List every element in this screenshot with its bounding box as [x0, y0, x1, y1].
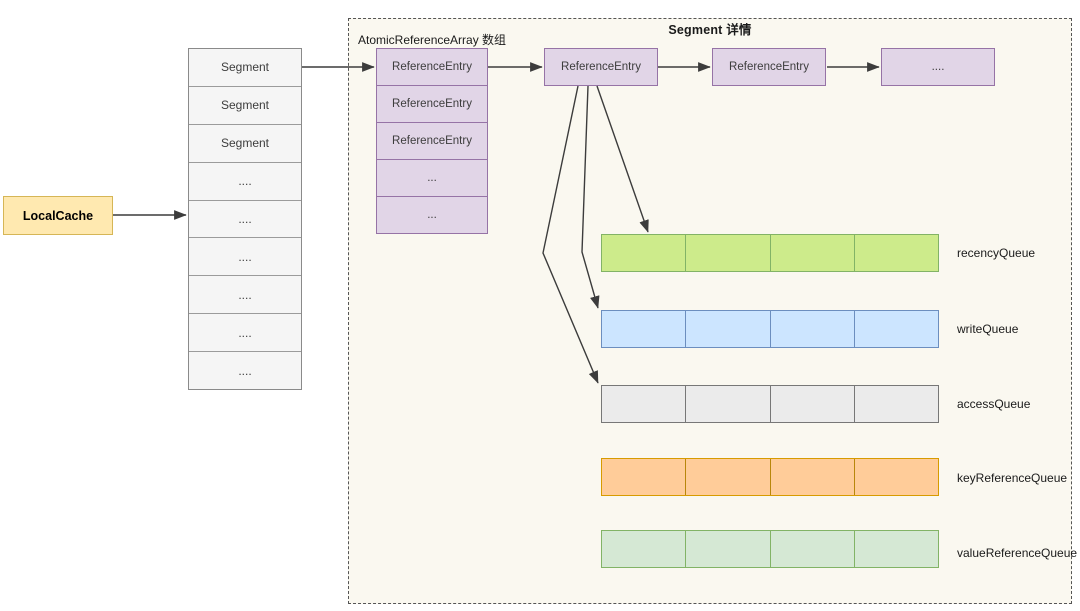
segment-cell-label: ....	[238, 249, 252, 264]
segment-cell-label: ....	[238, 363, 252, 378]
atomic-reference-array-caption: AtomicReferenceArray 数组	[358, 33, 507, 47]
queue-cell[interactable]	[686, 311, 771, 347]
segment-cell-3[interactable]: ....	[189, 162, 301, 201]
reference-entry-node-2[interactable]: ReferenceEntry	[712, 48, 826, 86]
array-cell-label: ...	[427, 209, 437, 221]
array-cell-label: ReferenceEntry	[392, 135, 472, 147]
queue-cell[interactable]	[855, 531, 938, 567]
reference-entry-label: ReferenceEntry	[729, 61, 809, 73]
queue-cell[interactable]	[771, 311, 855, 347]
recency-queue-label: recencyQueue	[957, 246, 1036, 260]
segment-cell-label: ....	[238, 174, 252, 189]
segment-cell-4[interactable]: ....	[189, 200, 301, 239]
value-reference-queue-label: valueReferenceQueue	[957, 546, 1078, 560]
reference-entry-node-1[interactable]: ReferenceEntry	[544, 48, 658, 86]
queue-cell[interactable]	[771, 531, 855, 567]
key-reference-queue[interactable]	[601, 458, 939, 496]
localcache-node[interactable]: LocalCache	[3, 196, 113, 235]
segment-table: Segment Segment Segment .... .... .... .…	[188, 48, 302, 390]
queue-cell[interactable]	[602, 386, 687, 422]
array-cell-3[interactable]: ...	[377, 160, 487, 197]
segment-cell-5[interactable]: ....	[189, 238, 301, 277]
queue-cell[interactable]	[686, 459, 771, 495]
reference-entry-label: ReferenceEntry	[561, 61, 641, 73]
segment-cell-0[interactable]: Segment	[189, 49, 301, 87]
access-queue[interactable]	[601, 385, 939, 423]
queue-cell[interactable]	[771, 459, 855, 495]
segment-detail-title: Segment 详情	[668, 23, 752, 37]
queue-cell[interactable]	[686, 386, 771, 422]
queue-cell[interactable]	[771, 386, 855, 422]
segment-cell-label: ....	[238, 287, 252, 302]
localcache-label: LocalCache	[22, 208, 94, 223]
queue-cell[interactable]	[855, 311, 938, 347]
segment-cell-1[interactable]: Segment	[189, 86, 301, 125]
queue-cell[interactable]	[771, 235, 855, 271]
array-cell-2[interactable]: ReferenceEntry	[377, 123, 487, 160]
reference-entry-node-3[interactable]: ....	[881, 48, 995, 86]
segment-cell-6[interactable]: ....	[189, 276, 301, 315]
queue-cell[interactable]	[602, 235, 687, 271]
queue-cell[interactable]	[602, 531, 687, 567]
access-queue-label: accessQueue	[957, 397, 1031, 411]
segment-cell-label: Segment	[220, 98, 270, 113]
segment-cell-label: ....	[238, 212, 252, 226]
queue-cell[interactable]	[855, 386, 938, 422]
array-cell-label: ReferenceEntry	[392, 61, 472, 73]
recency-queue[interactable]	[601, 234, 939, 272]
write-queue-label: writeQueue	[957, 322, 1019, 336]
segment-cell-label: Segment	[220, 136, 270, 151]
array-cell-0[interactable]: ReferenceEntry	[377, 49, 487, 86]
value-reference-queue[interactable]	[601, 530, 939, 568]
write-queue[interactable]	[601, 310, 939, 348]
queue-cell[interactable]	[855, 459, 938, 495]
queue-cell[interactable]	[686, 235, 771, 271]
array-cell-4[interactable]: ...	[377, 197, 487, 233]
queue-cell[interactable]	[686, 531, 771, 567]
array-cell-label: ReferenceEntry	[392, 98, 472, 110]
queue-cell[interactable]	[855, 235, 938, 271]
reference-entry-label: ....	[931, 61, 945, 73]
segment-cell-label: Segment	[220, 60, 270, 75]
key-reference-queue-label: keyReferenceQueue	[957, 471, 1068, 485]
queue-cell[interactable]	[602, 311, 687, 347]
segment-cell-2[interactable]: Segment	[189, 124, 301, 163]
atomic-reference-array-column: ReferenceEntry ReferenceEntry ReferenceE…	[376, 48, 488, 234]
segment-cell-label: ....	[238, 325, 252, 340]
segment-cell-7[interactable]: ....	[189, 314, 301, 353]
queue-cell[interactable]	[602, 459, 687, 495]
segment-cell-8[interactable]: ....	[189, 352, 301, 390]
array-cell-label: ...	[427, 172, 437, 184]
array-cell-1[interactable]: ReferenceEntry	[377, 86, 487, 123]
